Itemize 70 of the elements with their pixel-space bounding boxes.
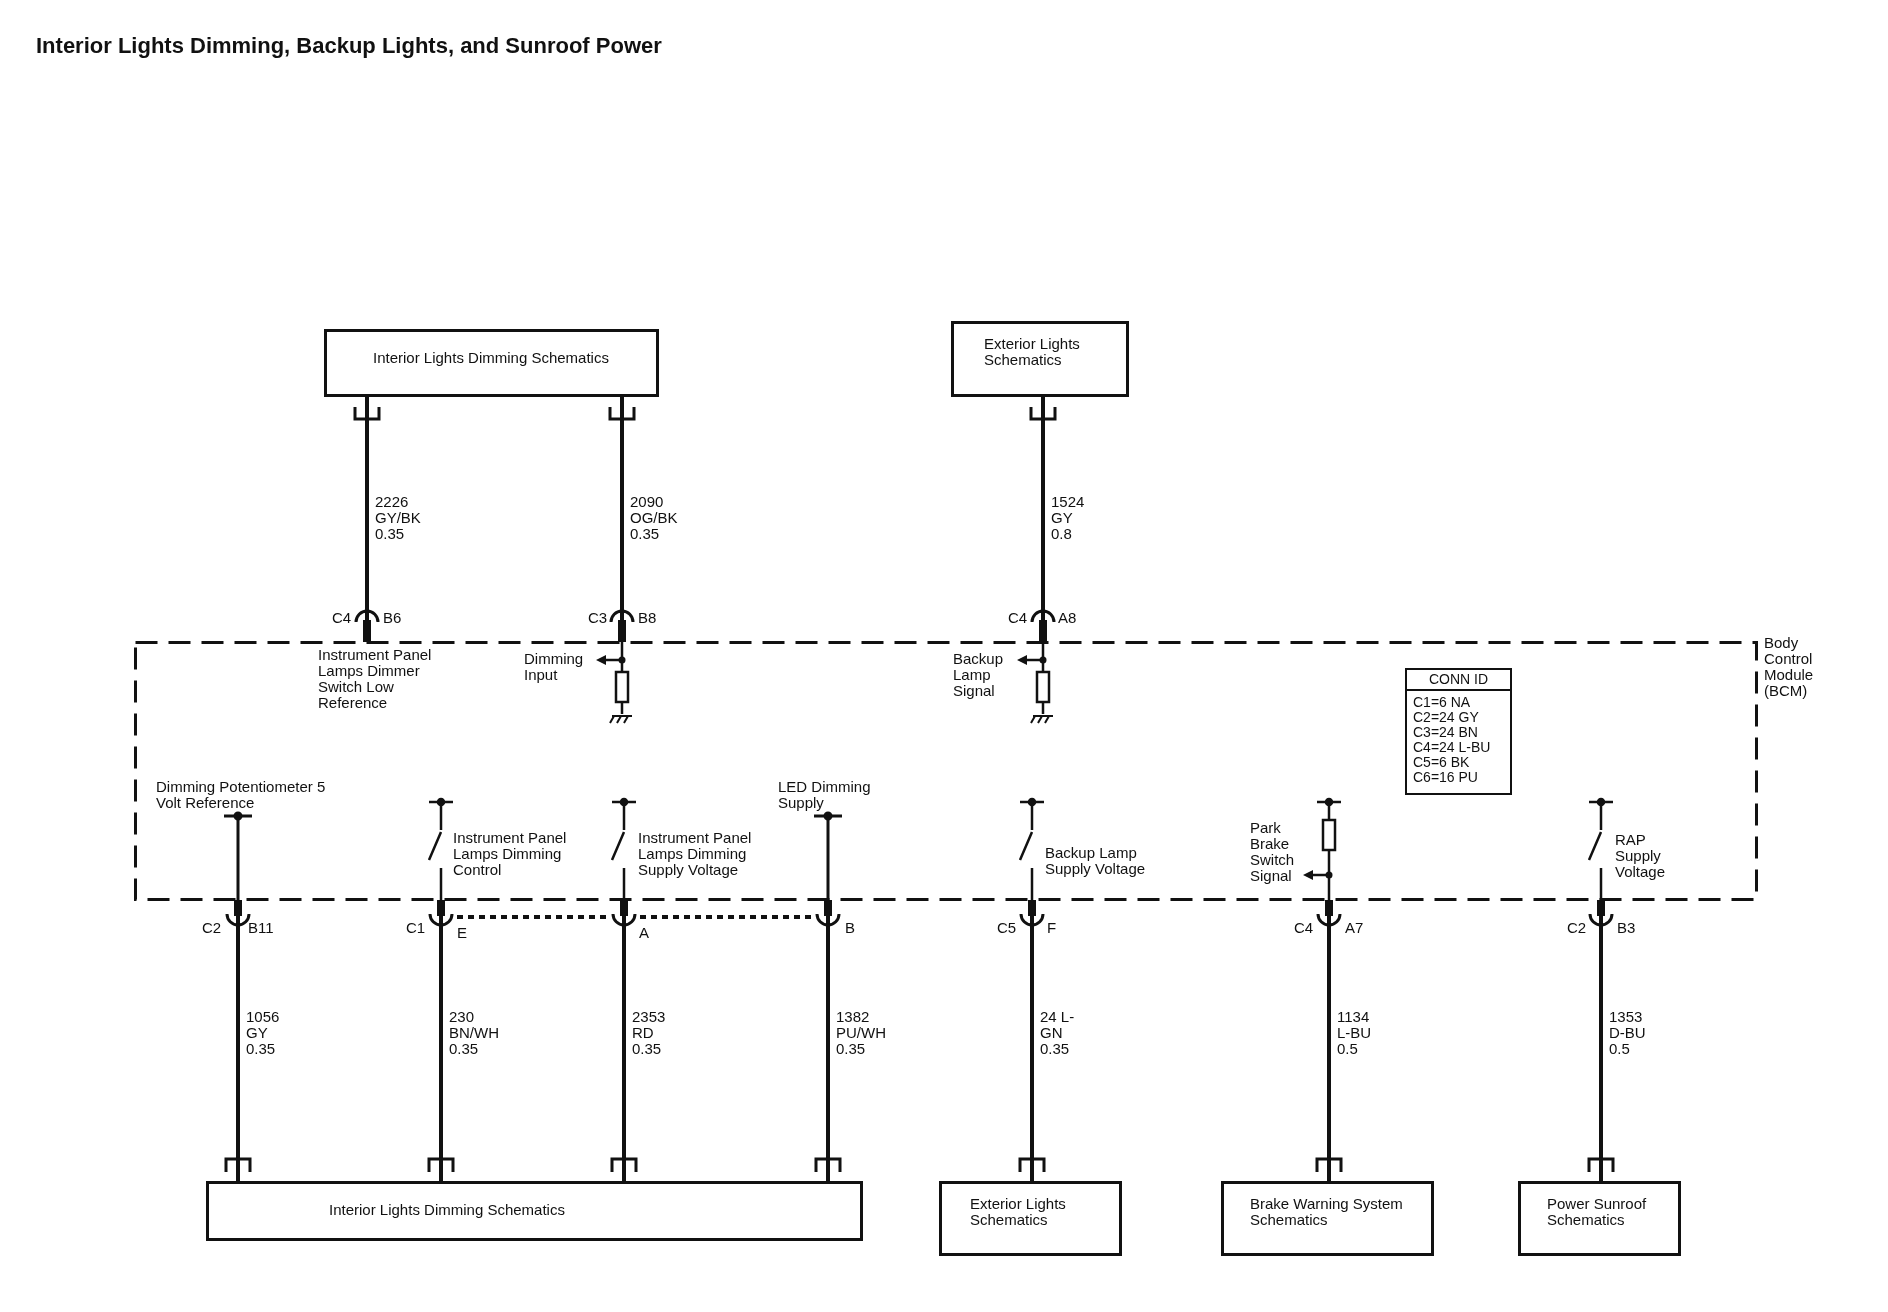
reference-box (1221, 1181, 1434, 1256)
connector-label: C1 (406, 920, 427, 936)
circuit-label: Instrument Panel Lamps Dimmer Switch Low Reference (318, 647, 433, 711)
module-name: Body Control Module (BCM) (1764, 635, 1815, 699)
table-header: CONN ID (1407, 670, 1510, 691)
box-title: Power Sunroof Schematics (1547, 1196, 1648, 1228)
pin-label: B (845, 920, 856, 936)
wire (610, 900, 638, 1181)
pin-label: A7 (1345, 920, 1365, 936)
wire-label: 1353 D-BU 0.5 (1609, 1009, 1647, 1057)
table-row-text: C4=24 L-BU (1412, 740, 1492, 755)
wire-label: 1056 GY 0.35 (246, 1009, 281, 1057)
circuit-label: Instrument Panel Lamps Dimming Supply Voltage (638, 830, 753, 878)
wire-label: 24 L-GN 0.35 (1040, 1009, 1076, 1057)
table-row-text: C5=6 BK (1412, 755, 1471, 770)
box-title: Exterior Lights Schematics (970, 1196, 1067, 1228)
wire-label: 230 BN/WH 0.35 (449, 1009, 500, 1057)
circuit-label: Dimming Potentiometer 5 Volt Reference (156, 779, 327, 811)
reference-box (951, 321, 1129, 397)
wire (1315, 900, 1343, 1181)
pin-label: B8 (638, 610, 658, 626)
wire (224, 900, 252, 1181)
wire-label: 2353 RD 0.35 (632, 1009, 667, 1057)
reference-box (324, 329, 659, 397)
wire (608, 397, 636, 642)
box-title: Exterior Lights Schematics (984, 336, 1081, 368)
circuit-label: Instrument Panel Lamps Dimming Control (453, 830, 568, 878)
pin-label: F (1047, 920, 1058, 936)
wire-label: 1524 GY 0.8 (1051, 494, 1086, 542)
wire (353, 397, 381, 642)
table-row-text: C3=24 BN (1412, 725, 1479, 740)
circuit-label: Backup Lamp Supply Voltage (1045, 845, 1147, 877)
wire-label: 1382 PU/WH 0.35 (836, 1009, 887, 1057)
connector-label: C2 (202, 920, 223, 936)
connector-label: C4 (1294, 920, 1315, 936)
table-row-text: C6=16 PU (1412, 770, 1479, 785)
connector-label: C4 (1008, 610, 1029, 626)
reference-box (939, 1181, 1122, 1256)
wire-label: 1134 L-BU 0.5 (1337, 1009, 1373, 1057)
wire (427, 900, 455, 1181)
pin-label: A8 (1058, 610, 1078, 626)
wire (1018, 900, 1046, 1181)
pin-label: A (639, 925, 650, 941)
table-row-text: C2=24 GY (1412, 710, 1480, 725)
wire (814, 900, 842, 1181)
pin-label: B6 (383, 610, 403, 626)
signal-label: Backup Lamp Signal (953, 651, 1005, 699)
box-title: Interior Lights Dimming Schematics (329, 1202, 566, 1218)
connector-label: C2 (1567, 920, 1588, 936)
connector-id-table (1405, 668, 1512, 795)
circuit-label: LED Dimming Supply (778, 779, 872, 811)
pin-label: E (457, 925, 468, 941)
wire-label: 2090 OG/BK 0.35 (630, 494, 679, 542)
box-title: Brake Warning System Schematics (1250, 1196, 1404, 1228)
wire-label: 2226 GY/BK 0.35 (375, 494, 422, 542)
box-title: Interior Lights Dimming Schematics (373, 350, 610, 366)
reference-box (206, 1181, 863, 1241)
pin-label: B3 (1617, 920, 1637, 936)
connector-label: C4 (332, 610, 353, 626)
diagram-title: Interior Lights Dimming, Backup Lights, and Sunroof Power (36, 33, 662, 59)
connector-label: C3 (588, 610, 609, 626)
connector-label: C5 (997, 920, 1018, 936)
signal-label: Dimming Input (524, 651, 585, 683)
pin-label: B11 (248, 920, 275, 936)
table-row-text: C1=6 NA (1412, 695, 1472, 710)
circuit-label: RAP Supply Voltage (1615, 832, 1667, 880)
wire (1029, 397, 1057, 642)
reference-box (1518, 1181, 1681, 1256)
wire (1587, 900, 1615, 1181)
signal-label: Park Brake Switch Signal (1250, 820, 1296, 884)
